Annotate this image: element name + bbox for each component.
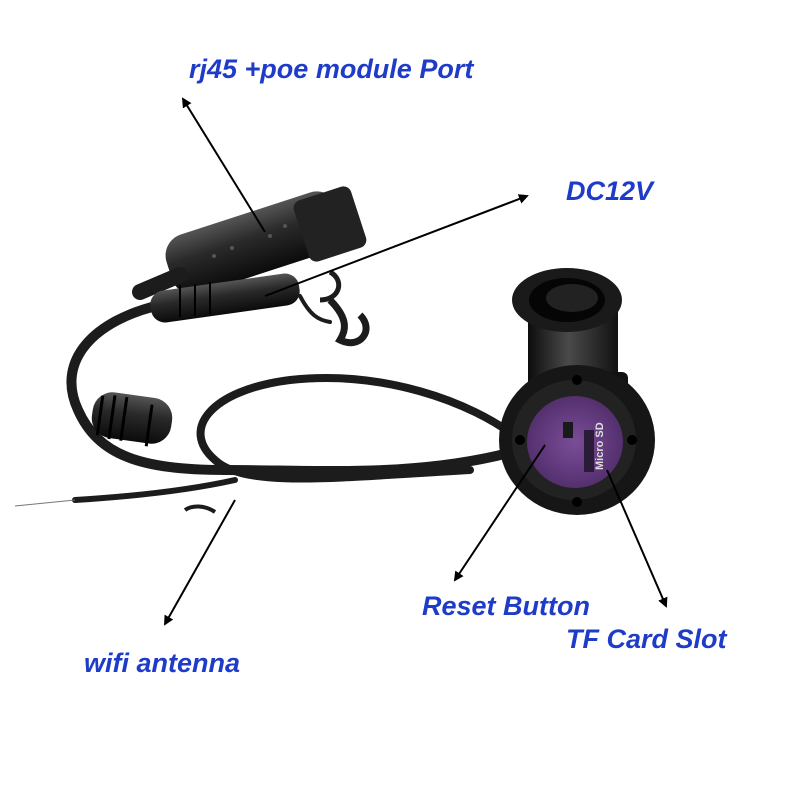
reset-button [563, 422, 573, 438]
camera-body: Micro SD [499, 268, 655, 515]
arrow-dc12v [264, 194, 529, 297]
arrow-wifi [164, 499, 236, 626]
dc12v-label: DC12V [566, 176, 654, 206]
micro-sd-text: Micro SD [594, 422, 606, 470]
arrow-tf [606, 469, 668, 608]
wifi-antenna [14, 499, 217, 514]
wifi-antenna-label: wifi antenna [84, 648, 241, 678]
annotation-arrows [164, 97, 668, 626]
dc12v-connector [150, 269, 370, 347]
tf-card-slot-label: TF Card Slot [566, 624, 727, 654]
rj45-connector [132, 186, 367, 300]
arrow-rj45 [181, 97, 266, 233]
reset-button-label: Reset Button [422, 591, 590, 621]
arrow-reset [453, 444, 546, 582]
ferrite-bead [91, 392, 173, 447]
rj45-label: rj45 +poe module Port [189, 54, 474, 84]
cable-loop [66, 294, 525, 503]
tf-card-slot [584, 430, 594, 472]
